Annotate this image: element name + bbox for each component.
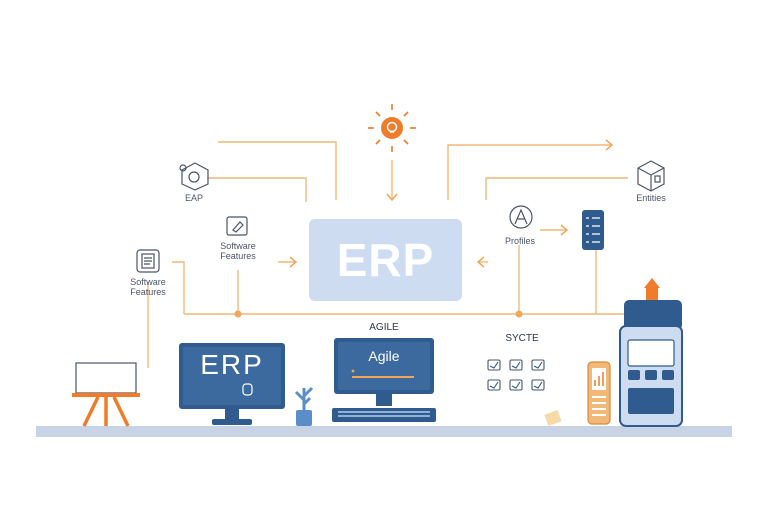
node-label-software-features-1: Software Features [220,241,256,261]
erp-central-box: ERP [309,219,462,301]
arrowheads [289,139,614,268]
user-profile-icon [509,205,533,229]
gear-cycle-icon [179,162,209,191]
erp-title: ERP [336,234,435,286]
checklist-icon [582,210,604,250]
server-tower [619,278,683,427]
calendar-grid [487,359,545,391]
floor-shelf [36,426,732,437]
node-label-entities: Entities [636,193,666,203]
idea-burst-icon [368,104,416,152]
junction-dots [234,310,523,318]
node-label-eap: EAP [184,193,203,203]
plant-icon [294,386,314,426]
agile-heading: AGILE [369,322,399,333]
whiteboard-stand [72,362,140,427]
sticky-note [544,409,562,427]
cube-icon [637,160,665,192]
node-label-profiles: Profiles [504,236,535,246]
monitor-erp-text: ERP [200,349,264,380]
node-label-software-features-2: Software Features [130,277,166,297]
monitor-erp [179,343,285,425]
calendar-heading: SYCTE [505,333,539,344]
monitor-agile-text: Agile [368,348,400,364]
report-icon [136,249,160,273]
monitor-agile [332,338,436,422]
phone-icon [587,361,611,425]
connector-lines [147,141,632,368]
document-edit-icon [226,216,248,236]
